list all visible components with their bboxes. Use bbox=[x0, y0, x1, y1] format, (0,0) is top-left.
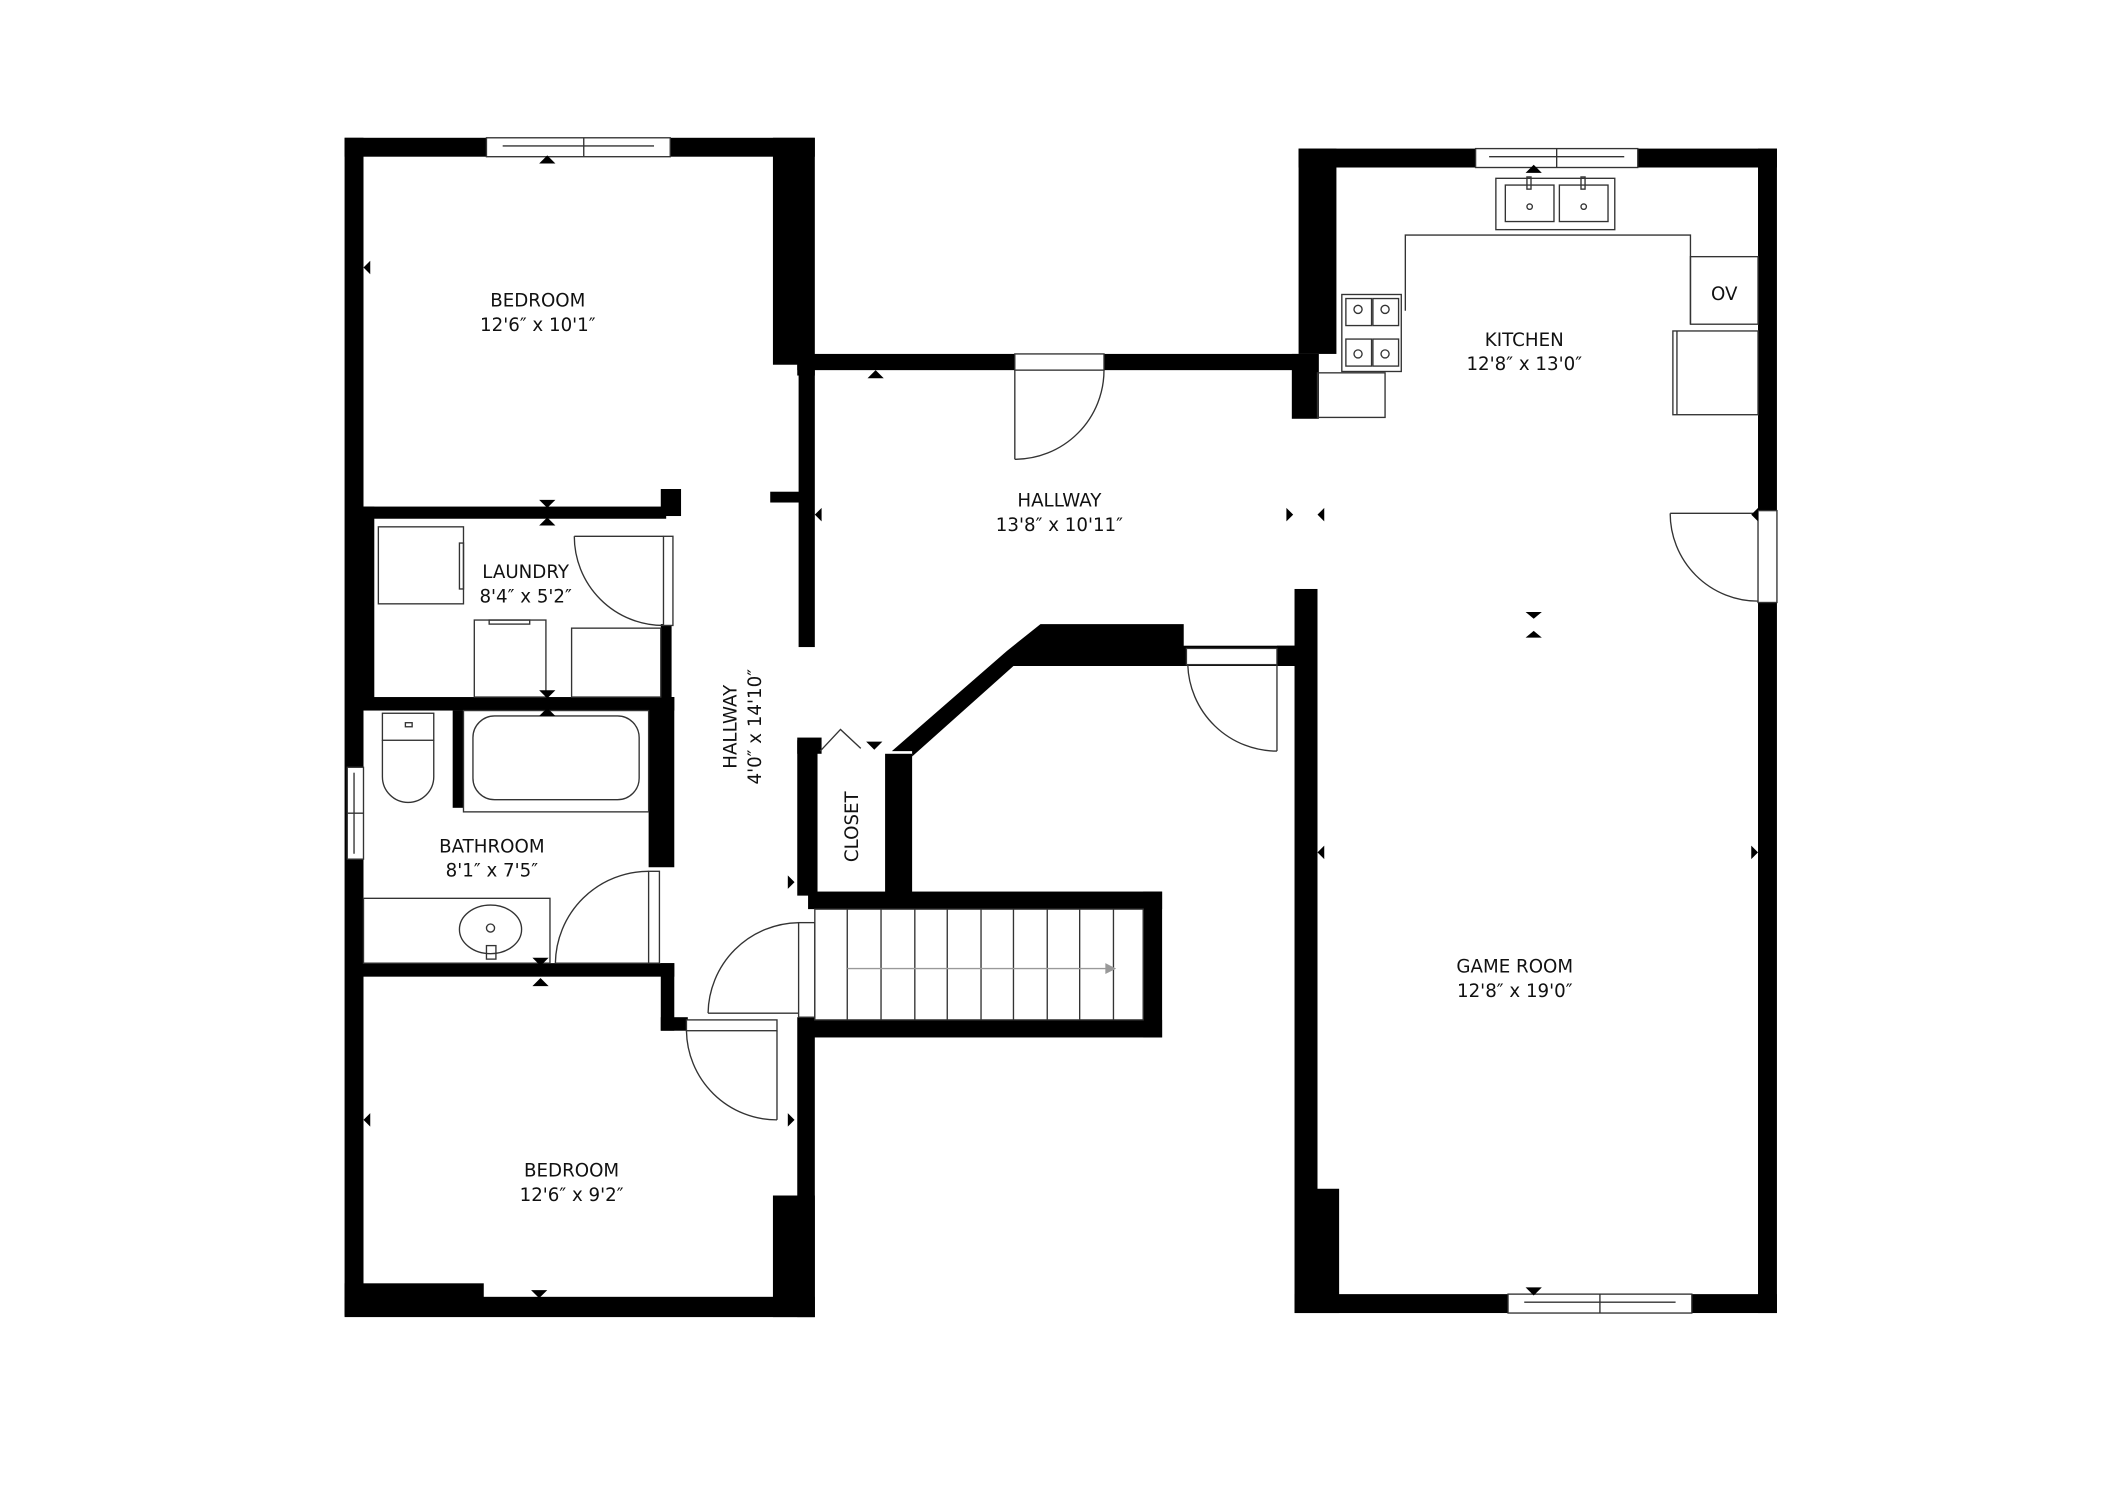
room-dims: 12'6″ x 10'1″ bbox=[480, 315, 596, 336]
laundry-fixtures bbox=[377, 526, 662, 698]
left-wing-walls bbox=[344, 137, 1318, 1318]
door-kitchen-side bbox=[1669, 509, 1778, 604]
door-laundry bbox=[573, 535, 674, 627]
room-laundry: LAUNDRY 8'4″ x 5'2″ bbox=[479, 562, 572, 607]
window-bedroom-1 bbox=[485, 137, 671, 158]
room-name: BATHROOM bbox=[439, 836, 544, 857]
room-kitchen: KITCHEN 12'8″ x 13'0″ bbox=[1466, 330, 1582, 375]
wall-oven: OV bbox=[1689, 255, 1759, 325]
room-dims: 12'8″ x 13'0″ bbox=[1466, 354, 1582, 375]
room-bedroom-1: BEDROOM 12'6″ x 10'1″ bbox=[480, 291, 596, 336]
washer bbox=[377, 526, 465, 605]
door-stairs bbox=[707, 921, 816, 1018]
room-labels: BEDROOM 12'6″ x 10'1″ LAUNDRY 8'4″ x 5'2… bbox=[439, 291, 1582, 1206]
vanity-sink bbox=[362, 897, 551, 964]
room-game-room: GAME ROOM 12'8″ x 19'0″ bbox=[1456, 957, 1573, 1002]
room-name: KITCHEN bbox=[1485, 330, 1564, 351]
room-name: HALLWAY bbox=[1017, 491, 1102, 512]
door-bathroom bbox=[554, 870, 661, 964]
room-name: BEDROOM bbox=[524, 1161, 619, 1182]
stair-arrow-icon bbox=[1105, 963, 1117, 974]
room-dims: 8'1″ x 7'5″ bbox=[446, 861, 539, 882]
range-stove bbox=[1341, 293, 1402, 373]
bathtub bbox=[462, 709, 650, 813]
room-bedroom-2: BEDROOM 12'6″ x 9'2″ bbox=[520, 1161, 624, 1206]
room-name: HALLWAY bbox=[720, 684, 741, 769]
windows bbox=[346, 137, 1693, 1314]
room-name: CLOSET bbox=[842, 790, 863, 862]
room-dims: 12'6″ x 9'2″ bbox=[520, 1185, 624, 1206]
closet-bifold bbox=[819, 728, 862, 752]
room-name: BEDROOM bbox=[490, 291, 585, 312]
utility-sink bbox=[570, 627, 662, 698]
door-hallway-top bbox=[1014, 353, 1105, 460]
oven-label: OV bbox=[1711, 284, 1738, 305]
kitchen-fixtures: OV bbox=[1316, 176, 1759, 419]
door-bedroom-2 bbox=[685, 1019, 778, 1121]
room-dims: 13'8″ x 10'11″ bbox=[996, 515, 1123, 536]
right-wing-walls bbox=[1291, 148, 1777, 1314]
room-bathroom: BATHROOM 8'1″ x 7'5″ bbox=[439, 836, 544, 881]
room-dims: 8'4″ x 5'2″ bbox=[479, 586, 572, 607]
measurement-markers bbox=[363, 155, 1759, 1299]
toilet bbox=[381, 712, 435, 804]
dryer bbox=[473, 619, 547, 698]
refrigerator bbox=[1672, 330, 1759, 416]
window-bathroom bbox=[346, 766, 365, 860]
window-game-room bbox=[1507, 1293, 1693, 1314]
room-name: LAUNDRY bbox=[482, 562, 570, 583]
counter-corner bbox=[1316, 372, 1386, 419]
window-kitchen bbox=[1474, 147, 1639, 169]
room-hallway-main: HALLWAY 13'8″ x 10'11″ bbox=[996, 491, 1123, 536]
room-dims: 4'0″ x 14'10″ bbox=[745, 669, 766, 785]
doors bbox=[554, 353, 1778, 1121]
bathroom-fixtures bbox=[362, 709, 650, 964]
room-closet: CLOSET bbox=[842, 790, 863, 862]
staircase bbox=[814, 908, 1144, 1021]
room-name: GAME ROOM bbox=[1456, 957, 1573, 978]
room-hallway-vertical: HALLWAY 4'0″ x 14'10″ bbox=[720, 669, 765, 785]
room-dims: 12'8″ x 19'0″ bbox=[1457, 981, 1573, 1002]
kitchen-double-sink bbox=[1495, 176, 1616, 231]
door-game-room-closet bbox=[1185, 647, 1278, 752]
